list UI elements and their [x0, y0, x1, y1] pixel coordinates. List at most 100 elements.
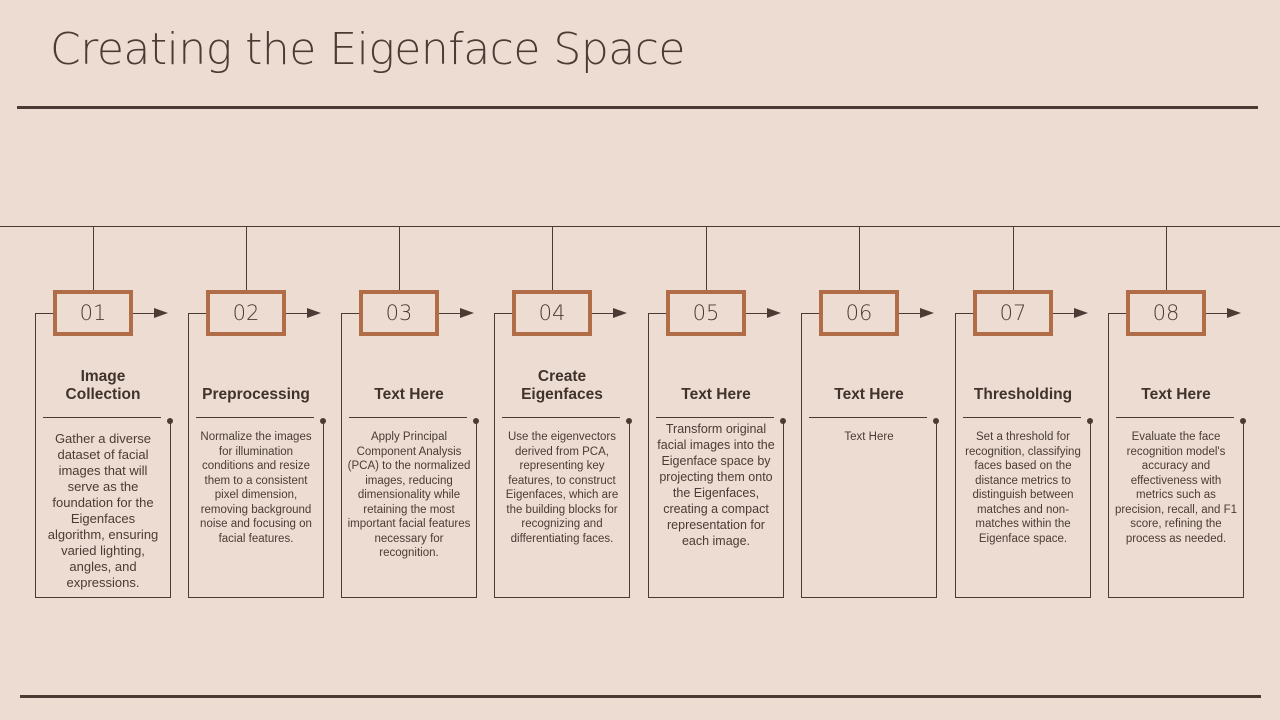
step-description: Normalize the images for illumination co… [200, 431, 312, 545]
card-border [494, 313, 495, 597]
arrow-line [899, 313, 921, 314]
step-heading: Text Here [834, 386, 904, 403]
card-border [35, 313, 53, 314]
card-border [801, 313, 802, 597]
card-border [648, 313, 649, 597]
bottom-rule [20, 695, 1261, 698]
step-description: Gather a diverse dataset of facial image… [47, 431, 159, 590]
divider [196, 417, 314, 418]
connector-line [706, 227, 707, 290]
card-border [955, 313, 956, 597]
card-border [341, 313, 359, 314]
dot-icon [1240, 418, 1246, 424]
card-border [341, 313, 342, 597]
step-description: Evaluate the face recognition model's ac… [1114, 431, 1238, 545]
step-description: Transform original facial images into th… [657, 422, 775, 548]
dot-icon [626, 418, 632, 424]
divider [43, 417, 161, 418]
step-description: Apply Principal Component Analysis (PCA)… [347, 431, 471, 559]
step-description: Use the eigenvectors derived from PCA, r… [505, 431, 619, 545]
card-border [188, 313, 189, 597]
arrow-right-icon [920, 308, 934, 318]
arrow-right-icon [154, 308, 168, 318]
slide-title: Creating the Eigenface Space [50, 24, 686, 75]
card-border [1108, 597, 1244, 598]
step-number: 02 [206, 290, 286, 336]
step-card: 05 Text Here Transform original facial i… [648, 227, 788, 599]
card-border [1090, 421, 1091, 598]
arrow-right-icon [460, 308, 474, 318]
step-heading: Text Here [374, 386, 444, 403]
step-number: 03 [359, 290, 439, 336]
dot-icon [933, 418, 939, 424]
connector-line [246, 227, 247, 290]
dot-icon [167, 418, 173, 424]
dot-icon [473, 418, 479, 424]
dot-icon [320, 418, 326, 424]
card-border [801, 313, 819, 314]
arrow-line [746, 313, 768, 314]
step-description: Set a threshold for recognition, classif… [965, 431, 1081, 545]
divider [963, 417, 1081, 418]
divider [1116, 417, 1234, 418]
card-border [648, 313, 666, 314]
title-underline [17, 106, 1258, 109]
step-number: 06 [819, 290, 899, 336]
card-border [323, 421, 324, 598]
card-border [936, 421, 937, 598]
connector-line [1166, 227, 1167, 290]
step-number: 05 [666, 290, 746, 336]
card-border [648, 597, 784, 598]
step-number: 04 [512, 290, 592, 336]
card-border [1243, 421, 1244, 598]
connector-line [93, 227, 94, 290]
card-border [188, 597, 324, 598]
card-border [494, 597, 630, 598]
card-border [801, 597, 937, 598]
dot-icon [1087, 418, 1093, 424]
arrow-right-icon [1227, 308, 1241, 318]
card-border [1108, 313, 1126, 314]
step-card: 03 Text Here Apply Principal Component A… [341, 227, 481, 599]
card-border [955, 313, 973, 314]
card-border [341, 597, 477, 598]
step-description: Text Here [844, 431, 894, 443]
step-heading: Text Here [681, 386, 751, 403]
card-border [35, 313, 36, 597]
step-card: 08 Text Here Evaluate the face recogniti… [1108, 227, 1248, 599]
arrow-line [592, 313, 614, 314]
card-border [955, 597, 1091, 598]
connector-line [1013, 227, 1014, 290]
arrow-right-icon [307, 308, 321, 318]
arrow-right-icon [767, 308, 781, 318]
card-border [494, 313, 512, 314]
arrow-right-icon [1074, 308, 1088, 318]
timeline-line [0, 226, 1280, 227]
step-heading: Thresholding [973, 386, 1073, 403]
divider [809, 417, 927, 418]
divider [502, 417, 620, 418]
card-border [1108, 313, 1109, 597]
card-border [783, 421, 784, 598]
card-border [476, 421, 477, 598]
connector-line [859, 227, 860, 290]
arrow-line [286, 313, 308, 314]
connector-line [399, 227, 400, 290]
step-number: 07 [973, 290, 1053, 336]
arrow-line [1206, 313, 1228, 314]
card-border [629, 421, 630, 598]
step-heading: Preprocessing [202, 386, 310, 403]
step-number: 08 [1126, 290, 1206, 336]
step-number: 01 [53, 290, 133, 336]
arrow-line [439, 313, 461, 314]
arrow-line [133, 313, 155, 314]
card-border [35, 597, 171, 598]
card-border [170, 421, 171, 598]
arrow-right-icon [613, 308, 627, 318]
divider [656, 417, 774, 418]
dot-icon [780, 418, 786, 424]
